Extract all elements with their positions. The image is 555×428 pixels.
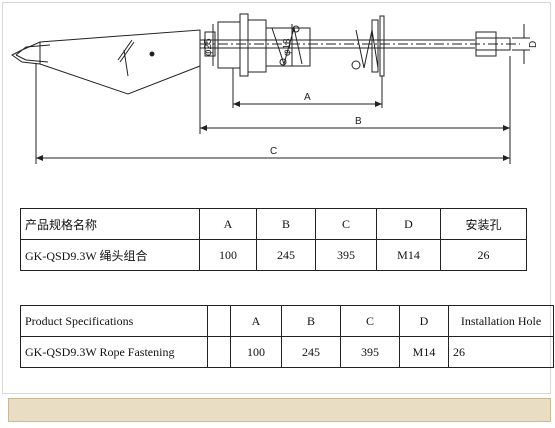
dim-phi18-label: φ18	[282, 38, 293, 56]
table-row: GK-QSD9.3W Rope Fastening 100 245 395 M1…	[20, 336, 554, 368]
footer-bar	[8, 398, 551, 422]
header-cell: Product Specifications	[20, 305, 208, 337]
header-cell: B	[281, 305, 341, 337]
wedge-socket	[11, 29, 201, 95]
dim-d-label: D	[528, 41, 539, 48]
rope-fastening-drawing: A B C D φ25 φ18	[11, 13, 539, 164]
header-cell: C	[315, 208, 377, 240]
header-cell	[207, 305, 231, 337]
header-cell: Installation Hole	[448, 305, 554, 337]
table-header-row: 产品规格名称 A B C D 安装孔	[20, 208, 527, 240]
header-cell: D	[399, 305, 449, 337]
cell: 245	[281, 336, 341, 368]
page-frame	[2, 2, 551, 394]
cell: 245	[256, 239, 316, 271]
table-header-row: Product Specifications A B C D Installat…	[20, 305, 554, 337]
spring-2	[355, 29, 379, 69]
header-cell: A	[199, 208, 257, 240]
cell: 395	[340, 336, 400, 368]
spec-table-chinese: 产品规格名称 A B C D 安装孔 GK-QSD9.3W 绳头组合 100 2…	[20, 208, 527, 271]
cell: GK-QSD9.3W Rope Fastening	[20, 336, 208, 368]
header-cell: C	[340, 305, 400, 337]
cell: GK-QSD9.3W 绳头组合	[20, 239, 200, 271]
dim-phi25-label: φ25	[203, 38, 214, 56]
cell: 395	[315, 239, 377, 271]
cell: 100	[199, 239, 257, 271]
wedge-inner	[15, 44, 51, 63]
dim-a-label: A	[304, 92, 311, 103]
header-cell: 产品规格名称	[20, 208, 200, 240]
dim-b-label: B	[355, 116, 362, 127]
cell: M14	[399, 336, 449, 368]
header-cell: D	[376, 208, 441, 240]
spring-1	[271, 27, 303, 66]
header-cell: B	[256, 208, 316, 240]
cell: 100	[230, 336, 282, 368]
dim-c-label: C	[270, 146, 277, 157]
table-row: GK-QSD9.3W 绳头组合 100 245 395 M14 26	[20, 239, 527, 271]
cell: M14	[376, 239, 441, 271]
header-cell: 安装孔	[440, 208, 527, 240]
technical-drawing: A B C D φ25 φ18	[0, 0, 555, 200]
cell: 26	[448, 336, 554, 368]
header-cell: A	[230, 305, 282, 337]
cell	[207, 336, 231, 368]
cell: 26	[440, 239, 527, 271]
spec-table-english: Product Specifications A B C D Installat…	[20, 305, 554, 368]
